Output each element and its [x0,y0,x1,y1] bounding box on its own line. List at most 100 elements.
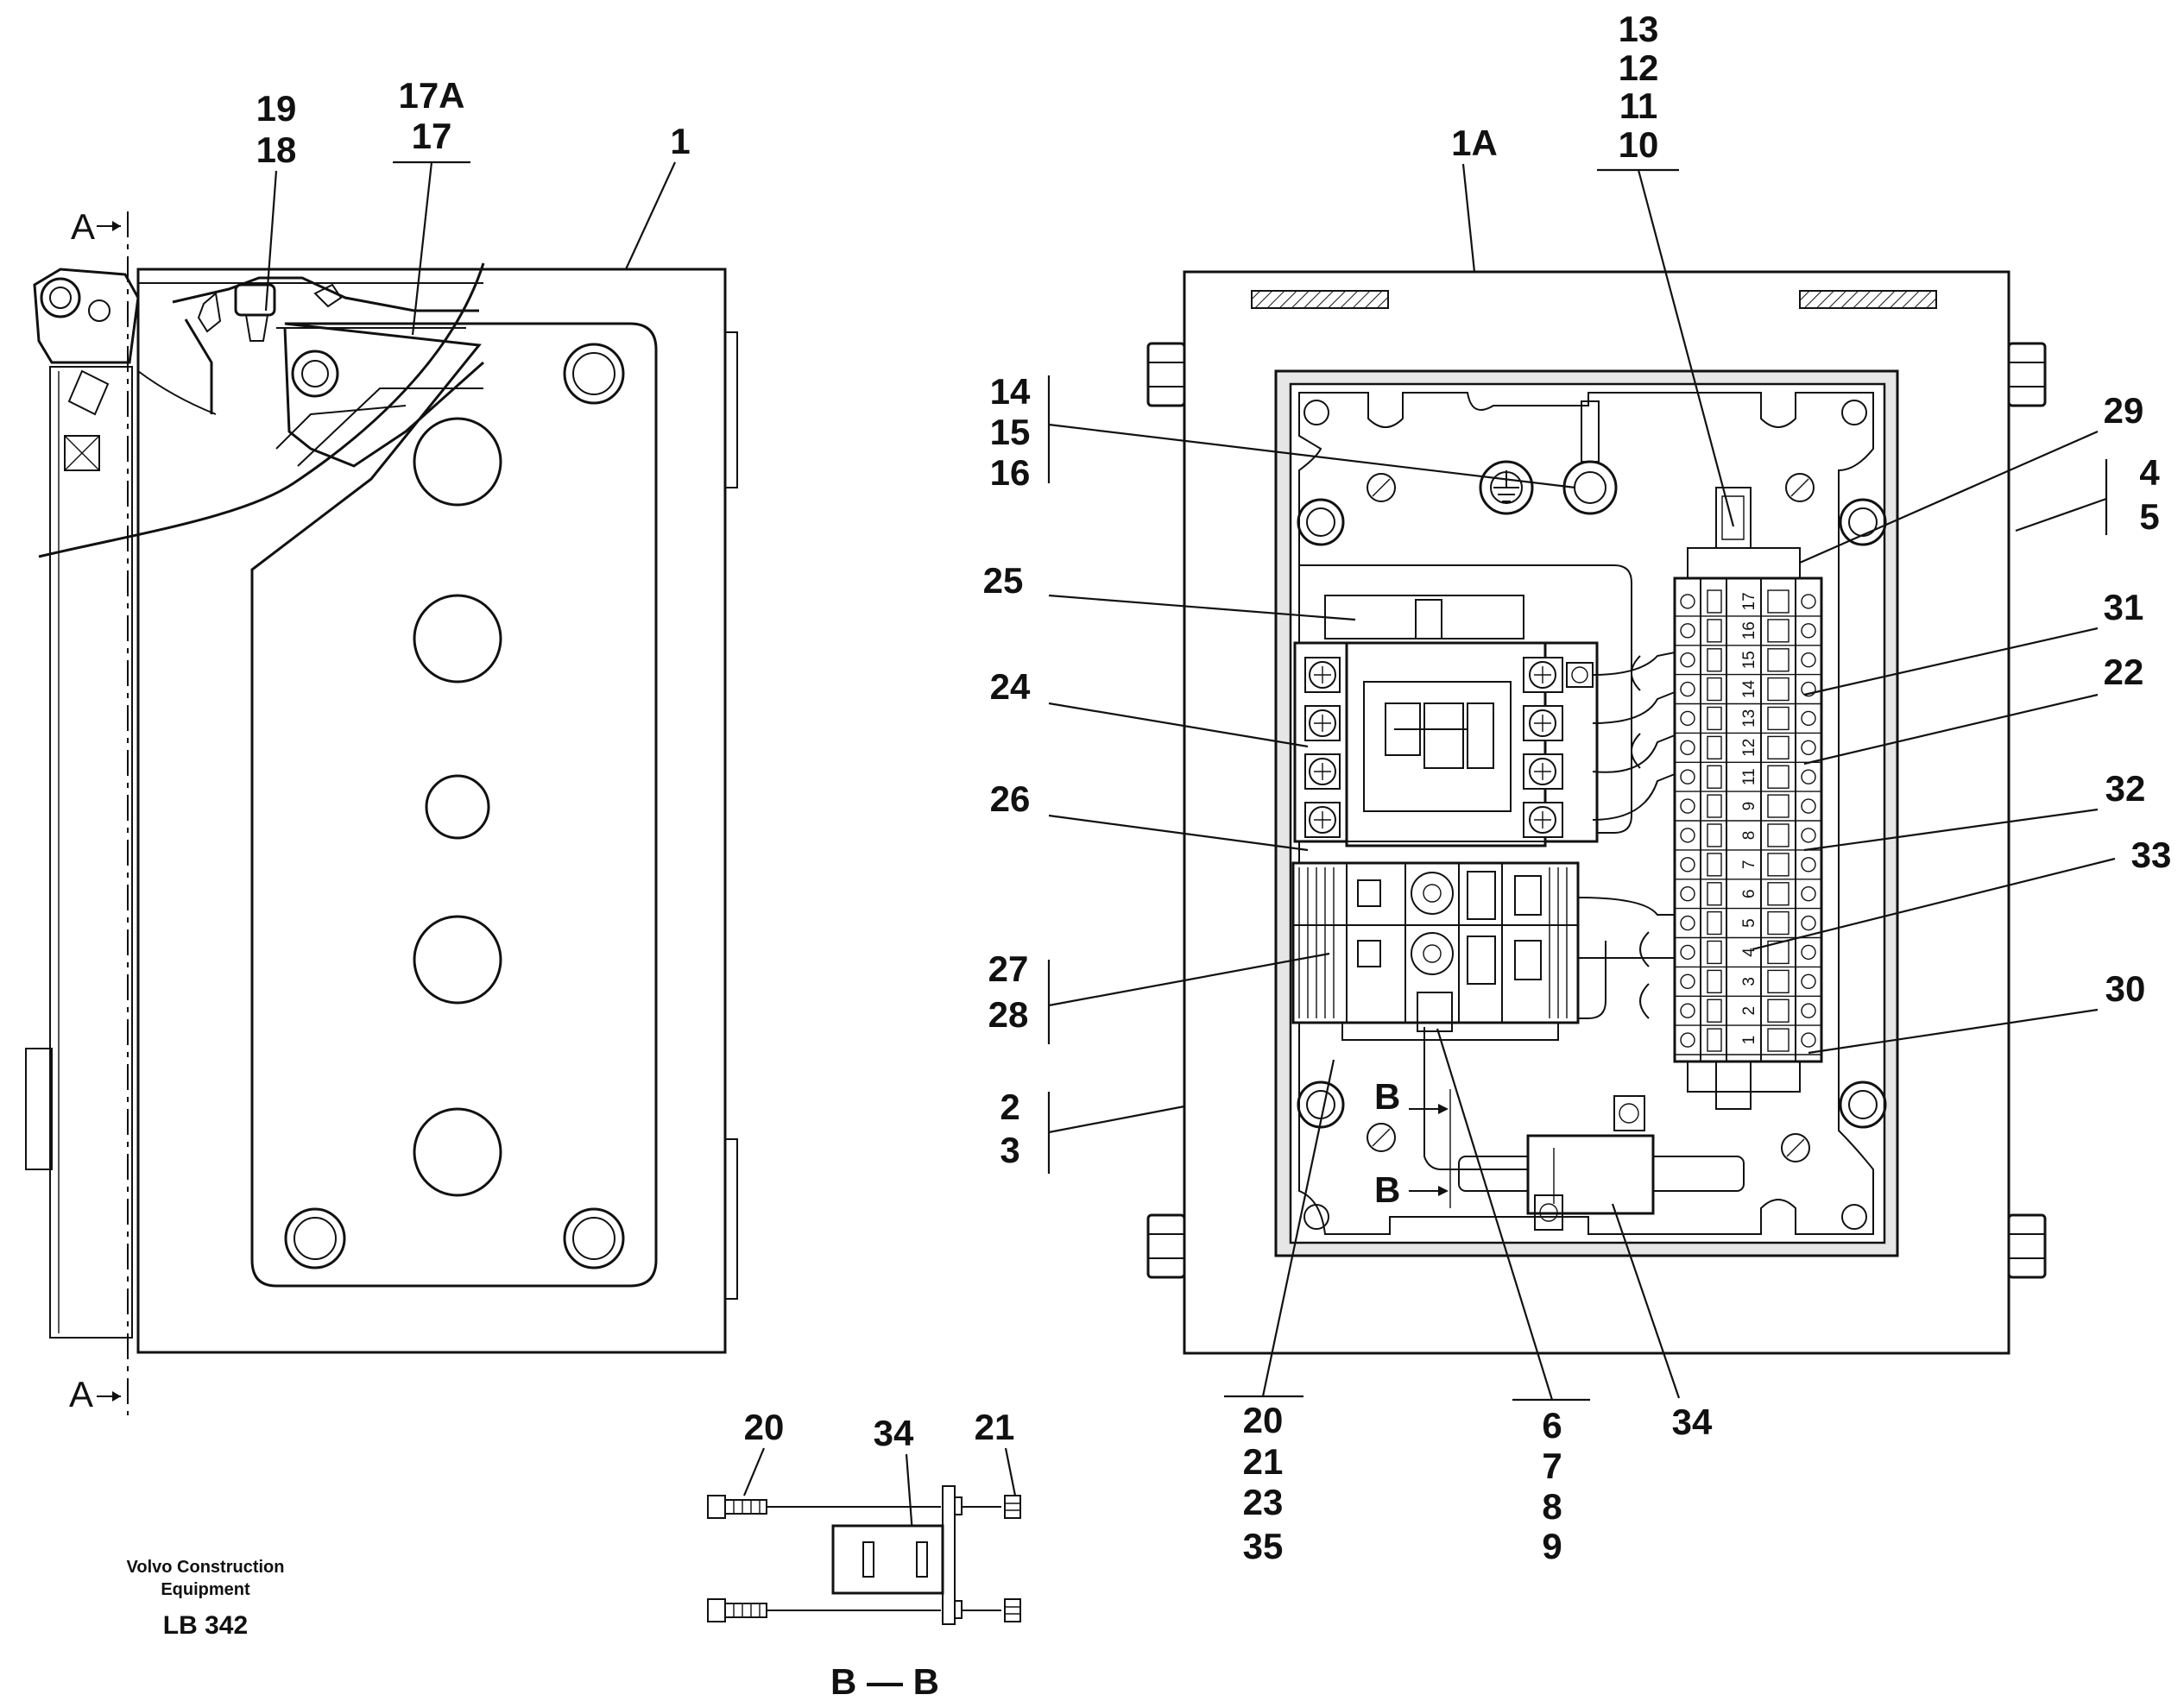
terminal-number: 6 [1740,889,1758,898]
callout-21: 21 [1243,1441,1284,1482]
callout-32: 32 [2105,768,2146,809]
terminal-row: 3 [1675,969,1821,998]
callout-31: 31 [2104,587,2144,627]
terminal-cell [1707,706,1722,731]
terminal-screw [1801,915,1816,931]
terminal-screw [1680,740,1695,755]
terminal-cell [1707,619,1722,643]
terminal-cell [1707,648,1722,672]
section-b-upper-label: B [1374,1076,1400,1117]
terminal-cell [1707,735,1722,760]
terminal-row: 11 [1675,765,1821,792]
caption-company-line2: Equipment [161,1580,250,1599]
terminal-screw [1801,594,1816,609]
callout-15: 15 [990,412,1031,452]
terminal-screw [1680,857,1695,873]
terminal-cell [1767,619,1789,643]
breaker-side-ribs [1298,867,1568,1018]
terminal-screw [1801,1003,1816,1018]
callout-1a: 1A [1451,123,1498,163]
terminal-row: 15 [1675,648,1821,676]
callout-7: 7 [1542,1446,1562,1486]
caption-drawing-code: LB 342 [163,1611,248,1640]
right-view-callouts: 13 12 11 10 1A 14 15 16 29 4 5 25 31 22 … [983,9,2172,1566]
left-view-callouts: 19 18 17A 17 1 [256,75,691,336]
terminal-screw [1801,944,1816,961]
terminal-cell [1767,853,1789,877]
terminal-screw [1680,885,1695,902]
terminal-cell [1707,589,1722,614]
callout-9: 9 [1542,1526,1562,1566]
bb-callout-20: 20 [744,1407,785,1447]
terminal-cell [1707,969,1722,994]
callout-20: 20 [1243,1400,1284,1440]
terminal-cell [1767,735,1789,760]
callout-19: 19 [256,88,297,129]
callout-28: 28 [988,994,1029,1035]
terminal-row: 12 [1675,735,1821,763]
terminal-screw [1801,681,1816,697]
contactor-right-screws [1523,657,1594,838]
section-b-lower-label: B [1374,1169,1400,1210]
terminal-row: 6 [1675,882,1821,910]
callout-29: 29 [2104,390,2144,431]
terminal-row: 2 [1675,999,1821,1026]
bb-callout-21: 21 [975,1407,1015,1447]
terminal-screw [1801,740,1816,755]
callout-23: 23 [1243,1482,1284,1522]
terminal-number: 8 [1740,831,1758,841]
callout-17: 17 [412,116,452,156]
terminal-cell [1767,823,1789,847]
terminal-cell [1767,794,1789,818]
terminal-screw [1801,710,1816,727]
callout-34: 34 [1672,1402,1713,1442]
terminal-cell [1767,910,1789,936]
terminal-screw [1680,594,1695,609]
terminal-row: 4 [1675,940,1821,968]
terminal-cell [1767,677,1789,702]
terminal-screw [1801,769,1816,784]
terminal-cell [1767,940,1789,965]
terminal-cell [1707,677,1722,702]
callout-2: 2 [1000,1087,1019,1127]
callout-35: 35 [1243,1526,1284,1566]
terminal-cell [1767,1028,1789,1052]
section-a-top-label: A [71,206,95,247]
terminal-number: 9 [1740,802,1758,811]
terminal-cell [1767,648,1789,672]
terminal-number: 16 [1740,621,1758,639]
terminal-screw [1680,623,1695,639]
terminal-cell [1707,1028,1722,1052]
terminal-cell [1767,882,1789,906]
terminal-cell [1707,765,1722,789]
callout-13: 13 [1619,9,1659,49]
terminal-cell [1767,999,1789,1023]
terminal-cell [1707,999,1722,1023]
terminal-row: 17 [1675,589,1821,617]
terminal-screw [1801,973,1816,990]
terminal-number: 1 [1740,1036,1758,1045]
terminal-screw [1801,1032,1816,1048]
terminal-screw [1680,944,1695,961]
terminal-screw [1801,828,1816,843]
terminal-row: 9 [1675,794,1821,822]
section-a-bottom-label: A [69,1374,93,1414]
callout-16: 16 [990,452,1031,493]
terminal-cell [1707,940,1722,965]
bb-callout-34: 34 [874,1413,914,1453]
callout-1: 1 [670,121,690,161]
terminal-screw [1680,973,1695,990]
terminal-cell [1767,765,1789,789]
terminal-screw [1801,652,1816,668]
terminal-number: 14 [1740,680,1758,699]
terminal-screw [1680,828,1695,843]
terminal-screw [1801,885,1816,902]
terminal-cell [1767,969,1789,994]
contactor-left-screws [1304,657,1341,838]
terminal-number: 3 [1740,977,1758,986]
callout-12: 12 [1619,47,1659,88]
terminal-number: 12 [1740,739,1758,757]
terminal-screw [1680,652,1695,668]
terminal-cell [1707,882,1722,906]
terminal-row: 7 [1675,853,1821,880]
